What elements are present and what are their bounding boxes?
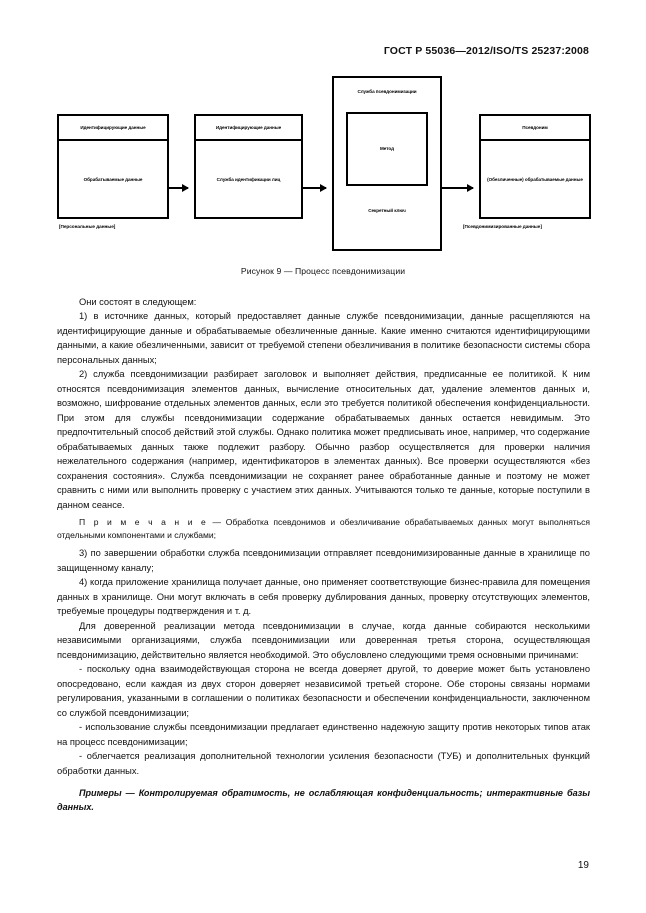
figure-box-pseudonym-output-body-label: (Обезличенные) обрабатываемые данные — [487, 177, 583, 183]
paragraph-bullet-3: - облегчается реализация дополнительной … — [57, 751, 590, 776]
page-number: 19 — [577, 860, 589, 871]
paragraph-item-4: 4) когда приложение хранилища получает д… — [57, 577, 590, 617]
paragraph-examples: Примеры — Контролируемая обратимость, не… — [57, 788, 590, 813]
figure-box-data-source-body-label: Обрабатываемые данные — [83, 177, 143, 183]
note-lead-label: П р и м е ч а н и е — [79, 516, 208, 527]
paragraph-trusted-implementation: Для доверенной реализации метода псевдон… — [57, 620, 590, 660]
paragraph-bullet-1: - поскольку одна взаимодействующая сторо… — [57, 664, 590, 718]
paragraph-item-3: 3) по завершении обработки служба псевдо… — [57, 548, 590, 573]
document-standard-header: ГОСТ Р 55036—2012/ISO/TS 25237:2008 — [383, 45, 589, 57]
figure-box-data-source: Идентифицирующие данные Обрабатываемые д… — [57, 114, 169, 219]
figure-box-pseudonym-output-header-label: Псевдоним — [522, 124, 548, 130]
figure-box-pseudonym-output: Псевдоним (Обезличенные) обрабатываемые … — [479, 114, 591, 219]
figure-arrow-pseudonymization-to-output — [442, 183, 474, 192]
figure-box-identification-service-body: Служба идентификации лиц — [196, 141, 301, 219]
figure-box-identification-service-body-label: Служба идентификации лиц — [216, 177, 281, 183]
figure-box-identification-service-header-label: Идентифицирующие данные — [215, 124, 282, 130]
note-body-text: — Обработка псевдонимов и обезличивание … — [57, 516, 590, 541]
figure-box-identification-service: Идентифицирующие данные Служба идентифик… — [194, 114, 303, 219]
figure-box-data-source-body: Обрабатываемые данные — [59, 141, 167, 219]
paragraph-bullet-2: - использование службы псевдонимизации п… — [57, 722, 590, 747]
paragraph-intro: Они состоят в следующем: — [79, 297, 197, 307]
figure-box-pseudonymization-secret-key-label: Секретный ключ — [368, 207, 406, 213]
figure-box-pseudonymization-method: Метод — [346, 111, 428, 186]
figure-box-pseudonymization-method-label: Метод — [380, 145, 394, 151]
paragraph-item-1: 1) в источнике данных, который предостав… — [57, 311, 590, 365]
paragraph-note: П р и м е ч а н и е — Обработка псевдони… — [57, 512, 590, 546]
document-body-text: Они состоят в следующем: 1) в источнике … — [57, 295, 590, 815]
figure-box-pseudonym-output-header: Псевдоним — [481, 116, 589, 141]
figure-arrow-identification-to-pseudonymization — [303, 183, 327, 192]
figure-box-pseudonymization-service-title: Служба псевдонимизации — [357, 89, 417, 94]
figure-arrow-source-to-identification — [169, 183, 189, 192]
paragraph-item-2: 2) служба псевдонимизации разбирает заго… — [57, 369, 590, 510]
figure-caption: Рисунок 9 — Процесс псевдонимизации — [240, 266, 406, 276]
figure-box-pseudonymization-service: Служба псевдонимизации Метод Секретный к… — [332, 76, 442, 251]
figure-box-pseudonym-output-body: (Обезличенные) обрабатываемые данные — [481, 141, 589, 219]
figure-9-pseudonymization-process: Идентифицирующие данные Обрабатываемые д… — [57, 76, 591, 251]
figure-box-data-source-header: Идентифицирующие данные — [59, 116, 167, 141]
figure-bracket-caption-pseudonymized-data: [Псевдонимизированные данные] — [463, 224, 542, 229]
figure-bracket-caption-personal-data: [Персональные данные] — [59, 224, 116, 229]
figure-box-identification-service-header: Идентифицирующие данные — [196, 116, 301, 141]
figure-box-data-source-header-label: Идентифицирующие данные — [80, 124, 146, 130]
